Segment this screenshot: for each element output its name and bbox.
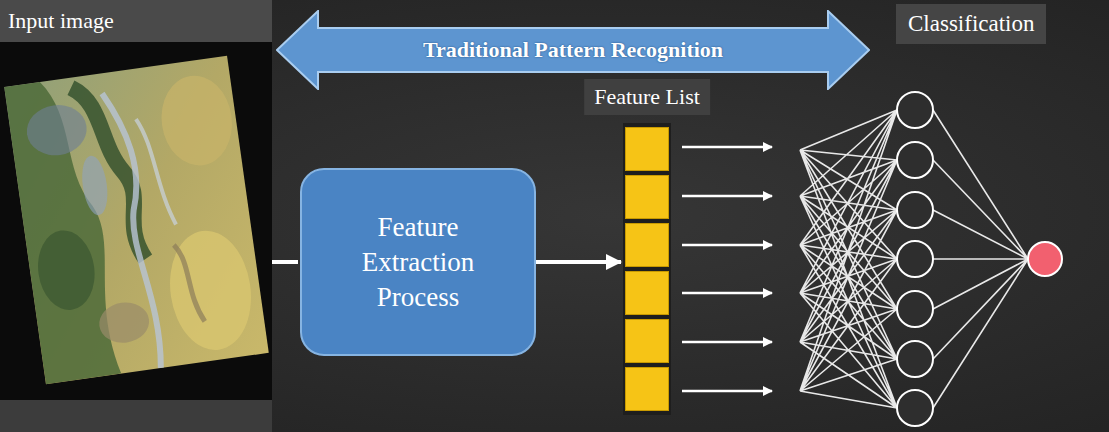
output-neuron [1028,242,1062,276]
list-heading: Feature List [584,79,710,115]
node-label: Classification [908,11,1034,37]
node-label: Traditional Pattern Recognition [363,37,783,63]
feature-vector: Feature List [623,123,671,415]
network-neurons [897,92,933,426]
double-arrow-band: Traditional Pattern Recognition [276,10,870,90]
double-arrow-outline [277,11,869,89]
process-box: Feature Extraction Process [300,168,536,356]
flow-connector [536,260,621,264]
node-label: Feature Extraction Process [343,210,493,315]
panel-footer [0,400,272,432]
input-panel: Input image [0,0,272,432]
network-links [800,110,1028,408]
feature-cell [625,367,669,411]
feature-cell [625,223,669,267]
feature-arrows [682,147,772,391]
feature-cell [625,271,669,315]
feature-cell [625,127,669,171]
flow-connector [272,260,298,264]
panel-heading: Input image [0,0,272,42]
image-panel [0,0,272,432]
feature-cell [625,319,669,363]
feature-cell [625,175,669,219]
section-label: Classification [896,4,1046,44]
satellite-image [4,56,269,384]
